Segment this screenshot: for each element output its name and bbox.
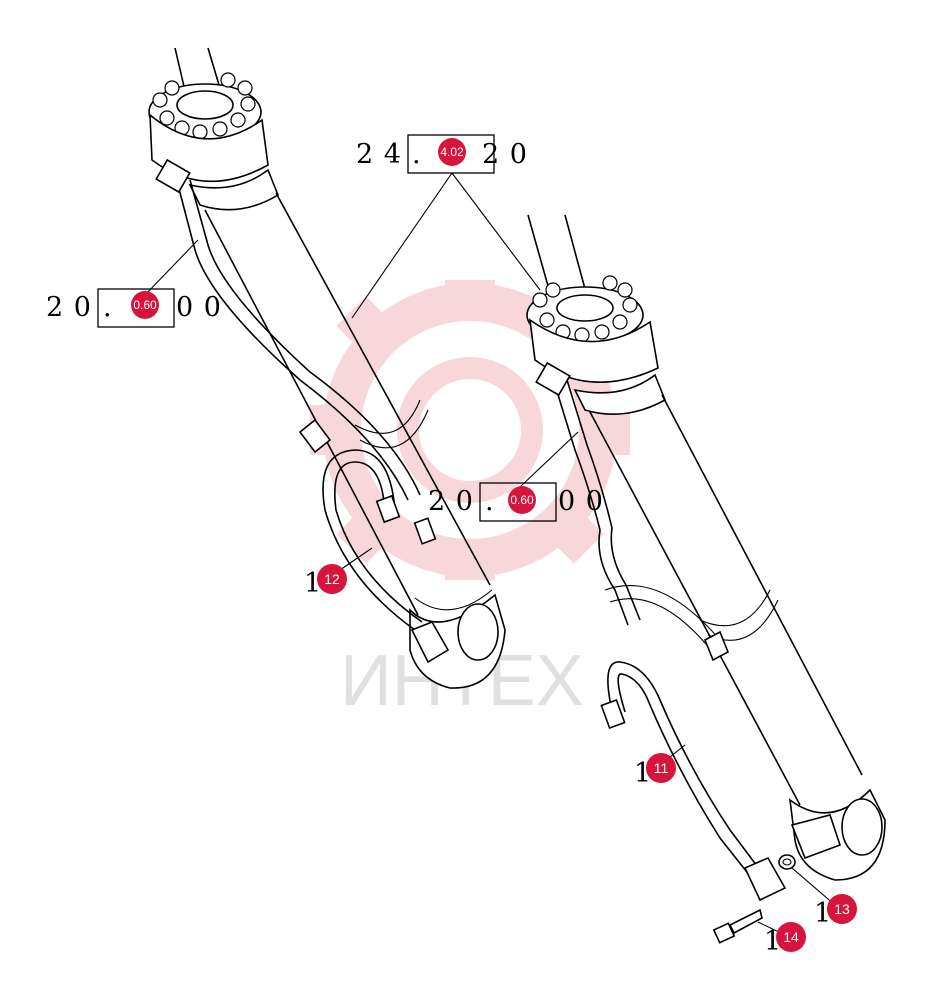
callout-12[interactable]: 1 12 [304,564,347,599]
callout-14[interactable]: 1 14 [764,922,806,957]
right-hydraulic-cylinder[interactable] [526,214,886,944]
ref-label-20060-right[interactable]: 2 0 . 0 0 0.60 [428,482,604,522]
svg-text:1: 1 [814,898,832,929]
ref-label-20060-left[interactable]: 2 0 . 0 0 0.60 [46,288,222,328]
svg-text:2 0: 2 0 [46,292,92,323]
badge-ref-20060-left[interactable] [131,291,159,319]
badge-ref-24402[interactable] [438,138,466,166]
badge-13[interactable] [827,894,857,924]
callout-11[interactable]: 1 11 [634,753,676,789]
svg-text:0 0: 0 0 [176,292,222,323]
svg-text:0 0: 0 0 [558,486,604,517]
badge-ref-20060-right[interactable] [508,486,536,514]
badge-11[interactable] [646,753,676,783]
svg-text:1: 1 [304,568,322,599]
callout-13[interactable]: 1 13 [814,894,857,929]
badge-14[interactable] [776,922,806,952]
left-hydraulic-cylinder[interactable] [148,47,506,689]
svg-text:2 0: 2 0 [482,139,528,170]
leader-lines [144,172,836,936]
svg-text:.: . [103,292,113,323]
svg-text:2 4: 2 4 [356,139,402,170]
svg-text:.: . [412,139,422,170]
ref-label-24402[interactable]: 2 4 . 2 0 4.02 [356,134,528,174]
badge-12[interactable] [317,564,347,594]
svg-text:.: . [485,486,495,517]
svg-text:2 0: 2 0 [428,486,474,517]
